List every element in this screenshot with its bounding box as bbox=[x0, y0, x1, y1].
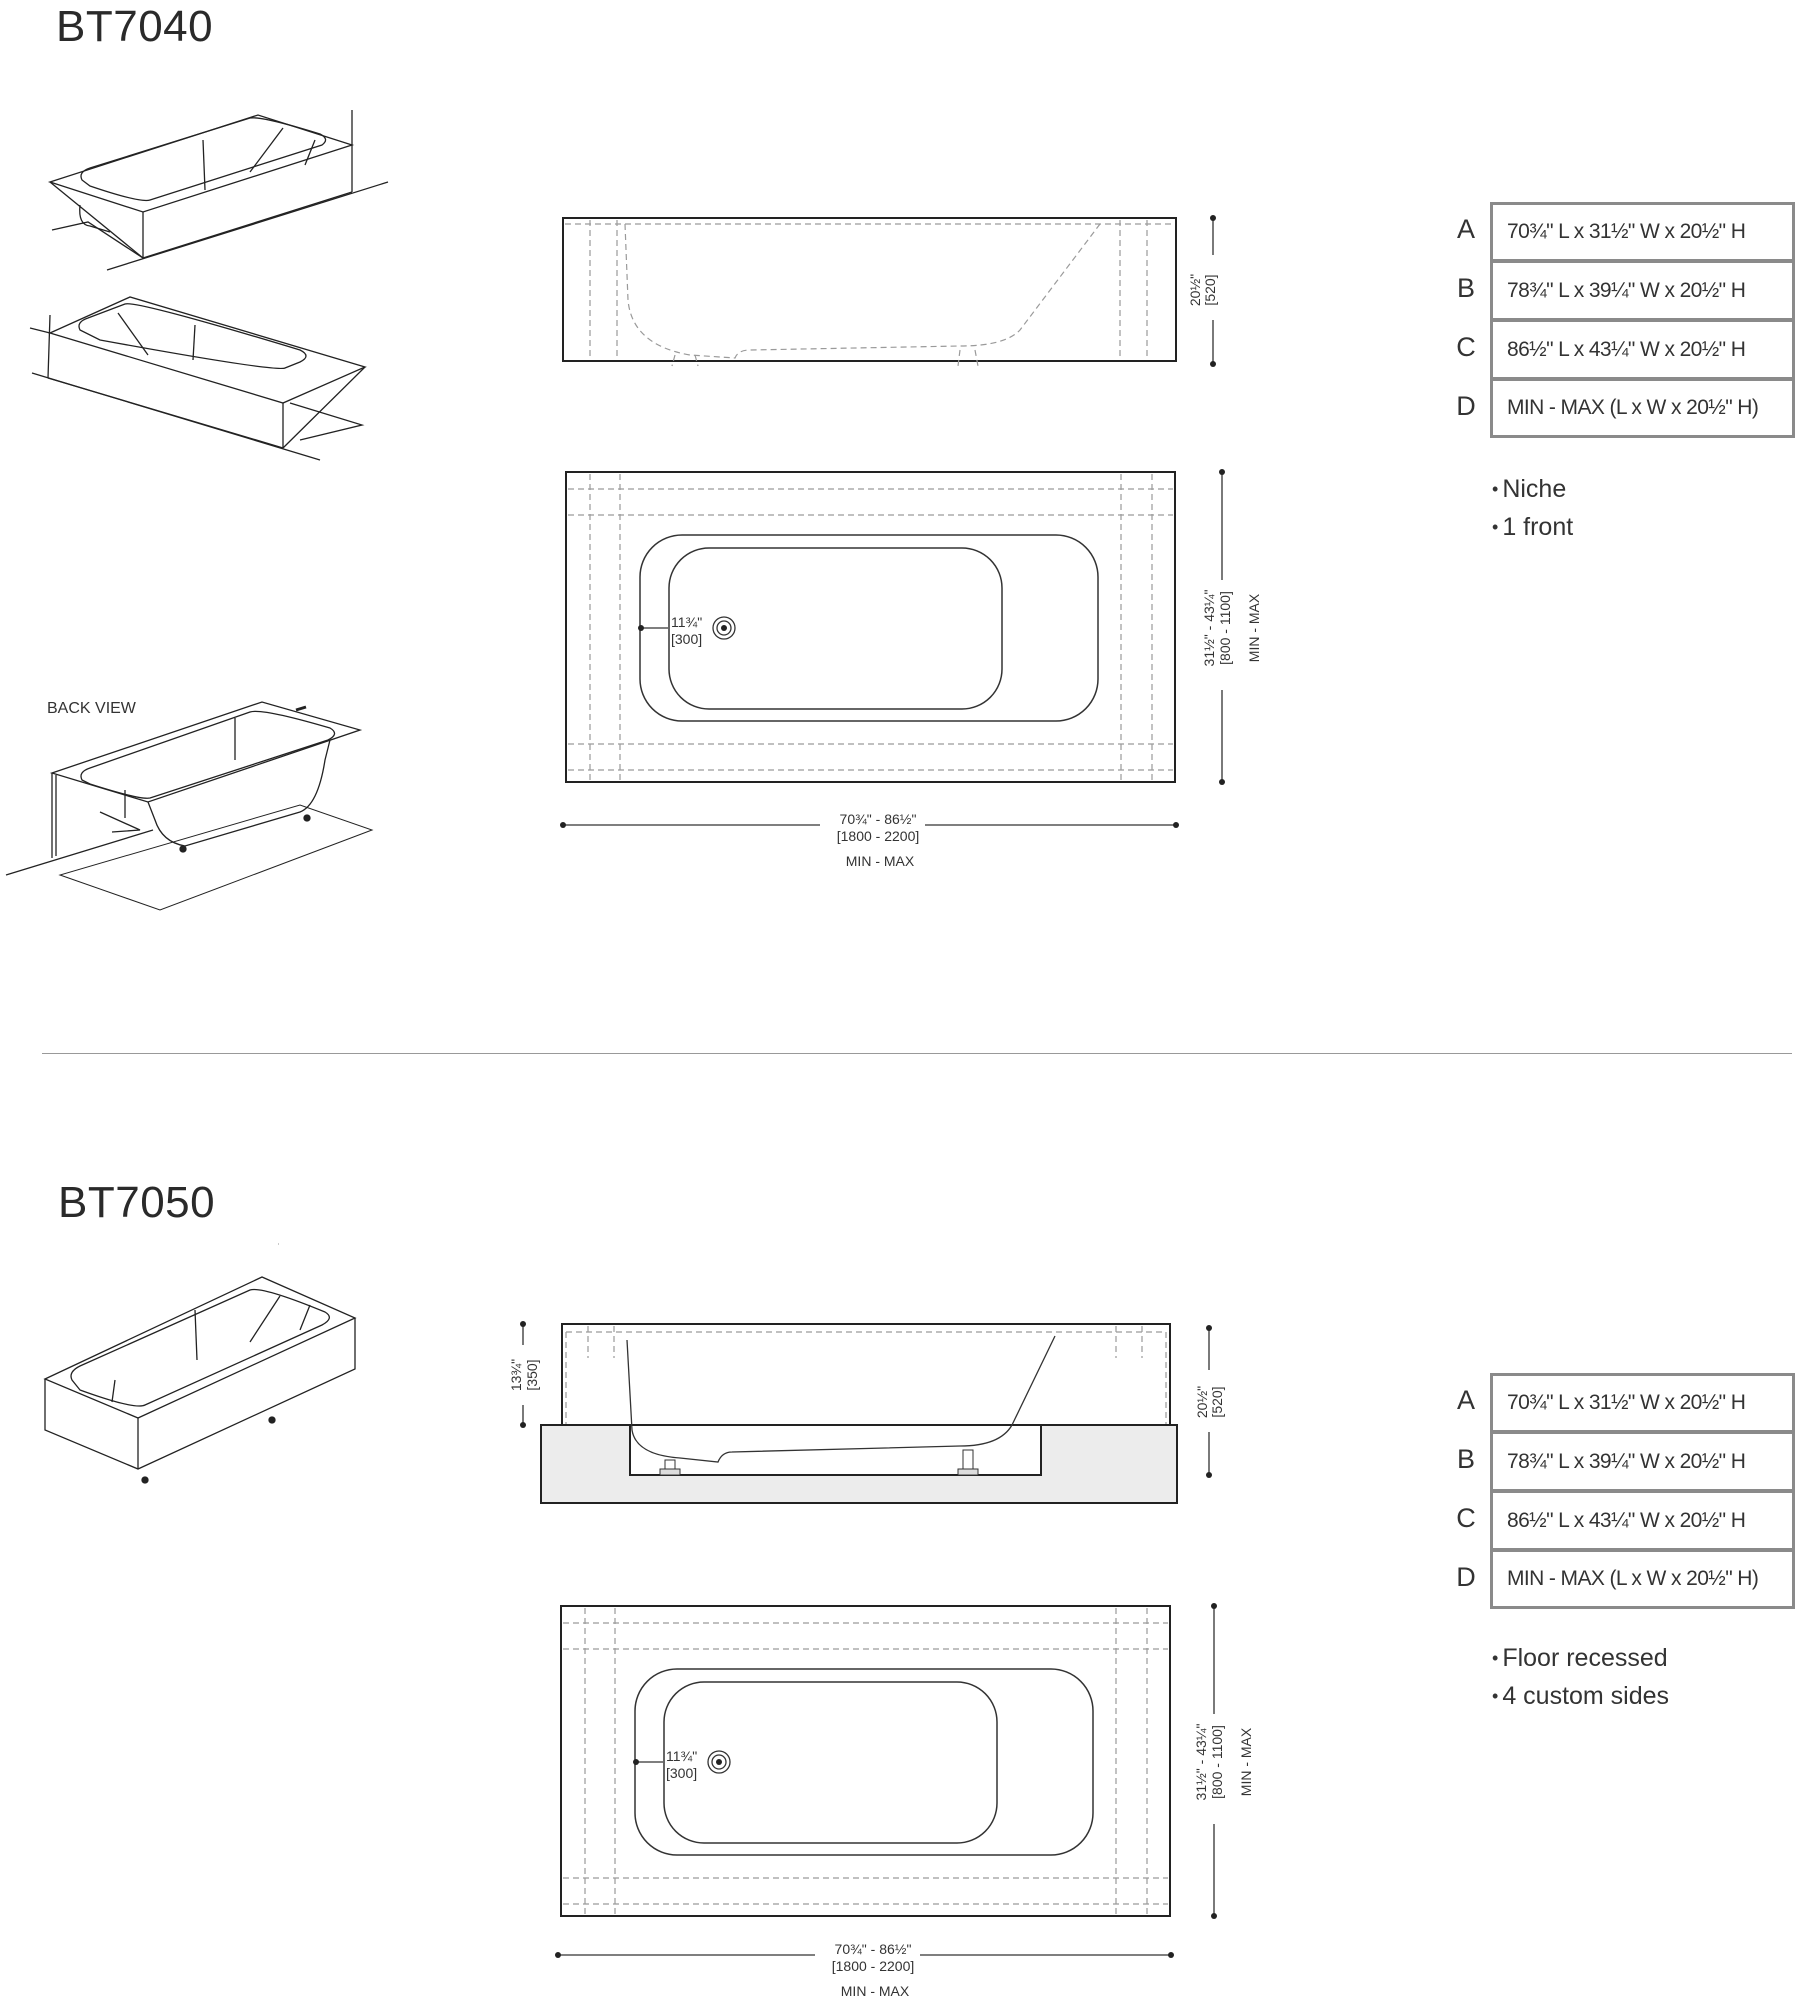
model-title-bt7050: BT7050 bbox=[58, 1178, 216, 1227]
drain-mm-label: [300] bbox=[671, 631, 702, 647]
plan-view-bt7050: 11¾" [300] 31½" - 43¼" [800 - 1100] MIN … bbox=[555, 1603, 1254, 1999]
size-spec: 70¾" L x 31½" W x 20½" H bbox=[1490, 202, 1795, 261]
model-title-bt7040: BT7040 bbox=[56, 2, 214, 51]
side-elevation-bt7040: 20½" [520] bbox=[562, 215, 1218, 367]
width-in-label: 31½" - 43¼" bbox=[1201, 590, 1217, 667]
drain-in-label-2: 11¾" bbox=[666, 1748, 697, 1764]
drain-in-label: 11¾" bbox=[671, 614, 702, 630]
size-row-c: C 86½" L x 43¼" W x 20½" H bbox=[1450, 1491, 1795, 1550]
width-mm-label: [800 - 1100] bbox=[1217, 591, 1233, 665]
feature-item: Niche bbox=[1492, 471, 1573, 509]
length-mm-label-2: [1800 - 2200] bbox=[832, 1958, 915, 1974]
back-view-label: BACK VIEW bbox=[47, 700, 136, 717]
recess-mm-label: [350] bbox=[524, 1359, 540, 1390]
size-table-bt7040: A 70¾" L x 31½" W x 20½" H B 78¾" L x 39¼"… bbox=[1450, 202, 1795, 438]
length-in-label-2: 70¾" - 86½" bbox=[835, 1941, 912, 1957]
height-mm-label: [520] bbox=[1202, 274, 1218, 305]
side-elevation-bt7050: 13¾" [350] 20½" [520] bbox=[508, 1321, 1225, 1504]
size-row-a: A 70¾" L x 31½" W x 20½" H bbox=[1450, 202, 1795, 261]
height-in-label-2: 20½" bbox=[1194, 1386, 1210, 1418]
recessed-slab bbox=[540, 1424, 1178, 1504]
size-row-d: D MIN - MAX (L x W x 20½" H) bbox=[1450, 379, 1795, 438]
feature-item: Floor recessed bbox=[1492, 1640, 1669, 1678]
size-row-b: B 78¾" L x 39¼" W x 20½" H bbox=[1450, 1432, 1795, 1491]
feature-list-bt7050: Floor recessed 4 custom sides bbox=[1492, 1640, 1669, 1716]
size-letter: B bbox=[1456, 1444, 1475, 1474]
size-spec: 78¾" L x 39¼" W x 20½" H bbox=[1490, 1432, 1795, 1491]
length-in-label: 70¾" - 86½" bbox=[840, 811, 917, 827]
iso-view-recessed bbox=[43, 1243, 357, 1484]
size-letter: D bbox=[1456, 1562, 1476, 1592]
size-row-b: B 78¾" L x 39¼" W x 20½" H bbox=[1450, 261, 1795, 320]
recess-in-label: 13¾" bbox=[508, 1359, 524, 1391]
height-mm-label-2: [520] bbox=[1209, 1386, 1225, 1417]
size-spec: 86½" L x 43¼" W x 20½" H bbox=[1490, 1491, 1795, 1550]
width-in-label-2: 31½" - 43¼" bbox=[1193, 1724, 1209, 1801]
width-note-label: MIN - MAX bbox=[1246, 593, 1262, 662]
size-letter: A bbox=[1456, 1385, 1475, 1415]
iso-view-mirrored bbox=[29, 296, 367, 461]
size-letter: C bbox=[1456, 332, 1476, 362]
width-note-label-2: MIN - MAX bbox=[1238, 1727, 1254, 1796]
size-table-bt7050: A 70¾" L x 31½" W x 20½" H B 78¾" L x 39¼"… bbox=[1450, 1373, 1795, 1609]
size-spec: 70¾" L x 31½" W x 20½" H bbox=[1490, 1373, 1795, 1432]
size-row-d: D MIN - MAX (L x W x 20½" H) bbox=[1450, 1550, 1795, 1609]
length-mm-label: [1800 - 2200] bbox=[837, 828, 920, 844]
size-spec: 86½" L x 43¼" W x 20½" H bbox=[1490, 320, 1795, 379]
size-letter: D bbox=[1456, 391, 1476, 421]
feature-item: 1 front bbox=[1492, 509, 1573, 547]
width-mm-label-2: [800 - 1100] bbox=[1209, 1725, 1225, 1799]
size-spec: MIN - MAX (L x W x 20½" H) bbox=[1490, 379, 1795, 438]
size-spec: MIN - MAX (L x W x 20½" H) bbox=[1490, 1550, 1795, 1609]
size-letter: B bbox=[1456, 273, 1475, 303]
height-in-label: 20½" bbox=[1187, 274, 1203, 306]
size-row-c: C 86½" L x 43¼" W x 20½" H bbox=[1450, 320, 1795, 379]
length-note-label: MIN - MAX bbox=[846, 853, 915, 869]
plan-view-bt7040: 11¾" [300] 31½" - 43¼" [800 - 1100] MIN … bbox=[560, 469, 1262, 869]
length-note-label-2: MIN - MAX bbox=[841, 1983, 910, 1999]
iso-view-front bbox=[47, 110, 389, 271]
section-divider bbox=[42, 1053, 1792, 1054]
iso-view-back bbox=[5, 701, 374, 911]
drain-mm-label-2: [300] bbox=[666, 1765, 697, 1781]
feature-item: 4 custom sides bbox=[1492, 1678, 1669, 1716]
size-letter: C bbox=[1456, 1503, 1476, 1533]
size-spec: 78¾" L x 39¼" W x 20½" H bbox=[1490, 261, 1795, 320]
size-row-a: A 70¾" L x 31½" W x 20½" H bbox=[1450, 1373, 1795, 1432]
size-letter: A bbox=[1456, 214, 1475, 244]
feature-list-bt7040: Niche 1 front bbox=[1492, 471, 1573, 547]
